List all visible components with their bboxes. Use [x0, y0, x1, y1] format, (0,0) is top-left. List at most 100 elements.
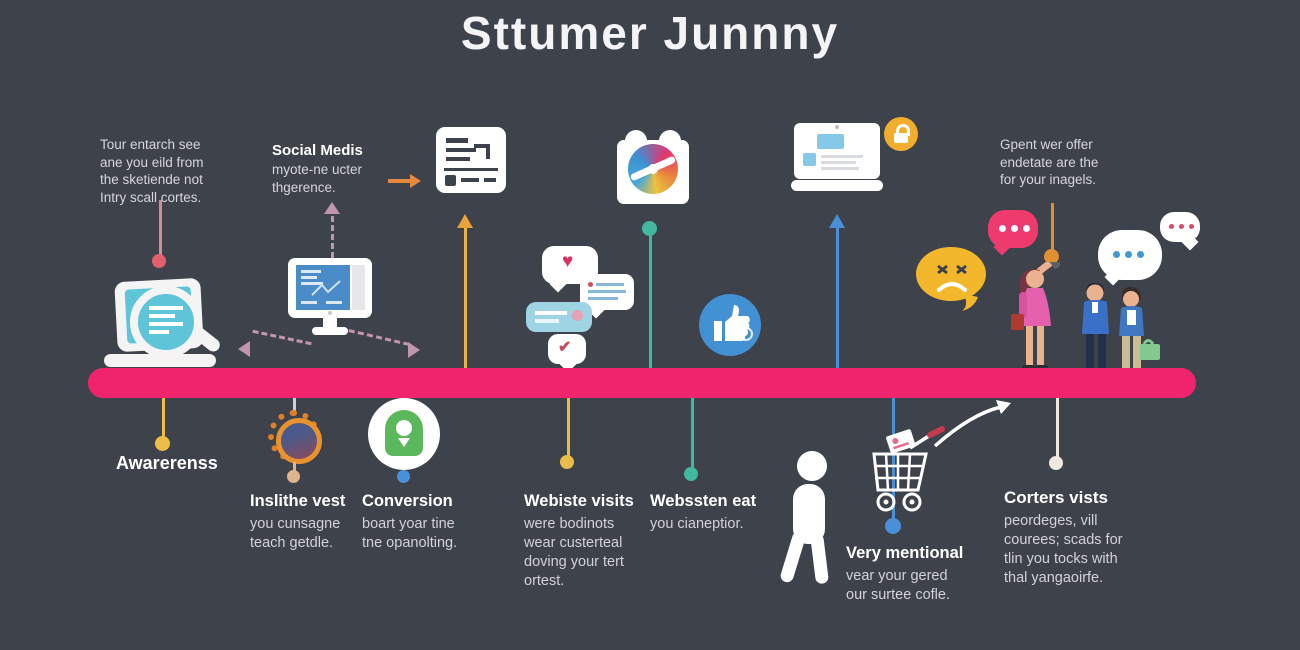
right-arrowhead	[410, 174, 421, 188]
col-mention: Very mentional vear your gered our surte…	[846, 544, 976, 605]
magnifier-lens	[130, 286, 202, 358]
shopping-cart-icon	[846, 420, 946, 516]
screen-line	[301, 301, 317, 304]
typing-dots	[1169, 224, 1194, 229]
lock-shackle	[896, 124, 910, 136]
monitor-side-panel	[352, 265, 365, 310]
browser-line	[446, 138, 468, 143]
laptop-text-line	[821, 167, 859, 170]
insight-text: you cunsagne teach getdle.	[250, 516, 341, 551]
connector-yellow2-below	[567, 398, 570, 458]
orange-dot	[1044, 249, 1059, 264]
chat-bubbles-icon: ♥ ✔	[518, 246, 638, 373]
screen-line	[301, 276, 317, 279]
gear-stub-connector	[293, 398, 296, 412]
lens-text-line	[149, 306, 183, 310]
thumbs-up-icon	[699, 294, 761, 356]
screen-chart	[311, 280, 341, 296]
connector-teal-below	[691, 398, 694, 470]
check-bubble: ✔	[548, 334, 586, 373]
woman-figure	[1008, 262, 1060, 376]
laptop-screen	[794, 123, 880, 179]
dashed-right-arrowhead	[408, 342, 420, 358]
search-laptop-base	[104, 354, 216, 367]
gear-avatar-photo	[276, 418, 322, 464]
dashed-left-arrowhead	[238, 341, 250, 357]
search-laptop-icon	[104, 274, 224, 368]
mention-heading: Very mentional	[846, 544, 964, 562]
laptop-text-line	[821, 155, 863, 158]
curved-arrow-icon	[933, 400, 1013, 450]
bubble-avatar-dot	[572, 310, 583, 321]
heart-icon: ♥	[562, 251, 574, 272]
connector-yellow	[464, 228, 467, 368]
col-conversion: Conversion boart yoar tine tne opanoltin…	[362, 492, 472, 553]
shopping-cart-glyph	[872, 426, 945, 512]
laptop-content-block	[803, 153, 816, 166]
dashed-up-arrowhead	[324, 202, 340, 214]
websten-heading: Webssten eat	[650, 492, 757, 510]
browser-thumb	[445, 175, 456, 186]
couple-figures-glyph	[1082, 282, 1160, 377]
woman-figure-glyph	[1011, 262, 1060, 371]
awareness-label: Awarerenss	[116, 453, 218, 473]
screen-line	[301, 270, 321, 273]
timeline-bar	[88, 368, 1196, 398]
blue-dot-below	[885, 518, 901, 534]
col-websten: Webssten eat you cianeptior.	[650, 492, 770, 534]
thumbs-up-glyph	[714, 305, 753, 341]
browser-line	[484, 178, 496, 182]
pink-typing-bubble-icon	[988, 210, 1038, 256]
avatar-person-neck	[398, 438, 410, 447]
angry-bubble-icon	[914, 246, 990, 314]
mention-text: vear your gered our surtee cofle.	[846, 568, 950, 603]
monitor-icon	[288, 258, 372, 336]
bubble-line	[588, 297, 618, 300]
email-swirl-center	[648, 164, 658, 174]
corters-text: peordeges, vill courees; scads for tlin …	[1004, 513, 1123, 586]
note-social-media: Social Medis myote-ne ucter thgerence.	[272, 142, 412, 196]
laptop-base	[791, 180, 883, 191]
tan-connector	[293, 462, 296, 472]
white-typing-bubble-icon	[1098, 230, 1162, 286]
monitor-screen	[296, 265, 350, 310]
right-arrow-icon	[388, 179, 410, 183]
laptop-webcam	[835, 125, 839, 129]
blue-drop-dot	[397, 470, 410, 483]
yellow-arrowhead	[457, 214, 473, 228]
connector-pink-dot	[152, 254, 166, 268]
browser-line	[461, 178, 479, 182]
connector-orange	[1051, 203, 1054, 251]
connector-yellow-below	[162, 398, 165, 438]
dashed-up-connector	[331, 216, 334, 258]
laptop-content-block	[817, 134, 844, 149]
social-media-text: myote-ne ucter thgerence.	[272, 162, 363, 195]
tan-dot	[287, 470, 300, 483]
bubble-tail	[993, 238, 1011, 256]
bubble-line	[535, 319, 559, 323]
walking-person-icon	[776, 450, 838, 590]
walking-person-glyph	[780, 451, 829, 584]
lens-text-line	[149, 314, 175, 318]
conversion-text: boart yoar tine tne opanolting.	[362, 516, 458, 551]
conversion-heading: Conversion	[362, 492, 453, 510]
websten-text: you cianeptior.	[650, 516, 744, 532]
lens-text-line	[149, 330, 169, 334]
browser-line	[446, 157, 470, 161]
insight-heading: Inslithe vest	[250, 492, 346, 510]
cream-dot	[1049, 456, 1063, 470]
connector-pink	[159, 200, 162, 256]
note-top-left: Tour entarch see ane you eild from the s…	[100, 137, 204, 205]
connector-blue	[836, 228, 839, 368]
bubble-tail	[1181, 233, 1199, 251]
browser-window-icon	[436, 127, 506, 193]
cyan-bubble	[526, 302, 592, 332]
check-icon: ✔	[558, 339, 572, 356]
lock-body	[894, 133, 908, 143]
browser-line	[446, 148, 476, 152]
website-visits-text: were bodinots wear custerteal doving you…	[524, 516, 624, 589]
col-website-visits: Webiste visits were bodinots wear custer…	[524, 492, 654, 591]
col-corters: Corters vists peordeges, vill courees; s…	[1004, 488, 1164, 588]
yellow-dot2-below	[560, 455, 574, 469]
